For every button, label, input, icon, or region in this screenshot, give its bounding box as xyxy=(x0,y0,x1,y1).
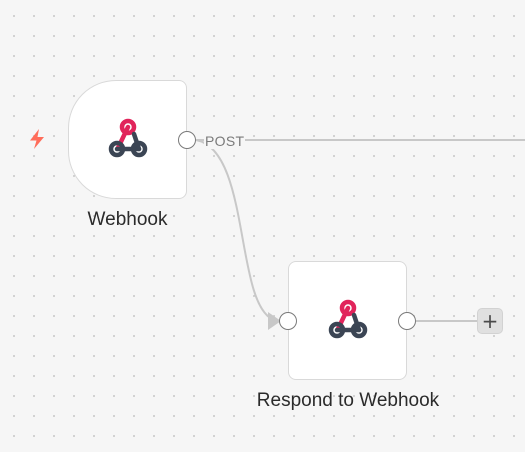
connection-trigger-to-respond[interactable] xyxy=(195,139,273,320)
respond-to-webhook-node[interactable] xyxy=(288,261,407,380)
webhook-trigger-node[interactable] xyxy=(68,80,187,199)
respond-input-handle[interactable] xyxy=(279,312,297,330)
post-output-label: POST xyxy=(204,133,246,149)
plus-icon: + xyxy=(481,309,499,333)
webhook-output-handle[interactable] xyxy=(178,131,196,149)
lightning-bolt-icon xyxy=(30,129,44,149)
webhook-icon xyxy=(328,299,367,338)
respond-output-handle[interactable] xyxy=(398,312,416,330)
add-node-button[interactable]: + xyxy=(477,308,503,334)
webhook-node-label: Webhook xyxy=(87,209,168,230)
webhook-icon xyxy=(108,118,147,157)
connection-arrowhead xyxy=(268,312,281,330)
respond-node-label: Respond to Webhook xyxy=(256,390,440,411)
